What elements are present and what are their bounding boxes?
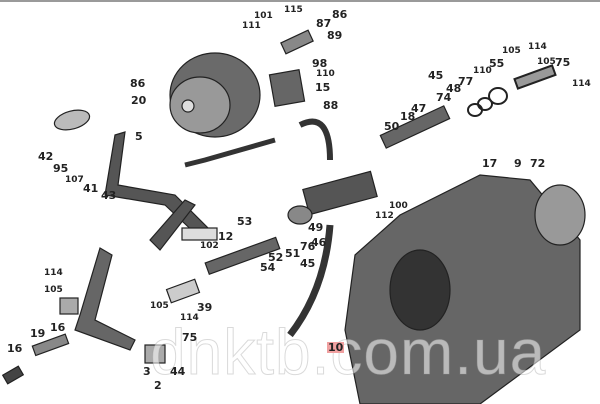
part-callout-105: 105: [44, 285, 63, 295]
bracket: [268, 68, 306, 108]
part-callout-98: 98: [312, 57, 328, 70]
part-callout-43: 43: [101, 189, 117, 202]
part-callout-110: 110: [473, 66, 492, 76]
part-callout-18: 18: [400, 110, 416, 123]
part-callout-75: 75: [555, 56, 571, 69]
part-callout-5: 5: [135, 130, 143, 143]
pedal-pad: [53, 109, 91, 131]
part-callout-44: 44: [170, 365, 186, 378]
part-callout-77: 77: [458, 75, 474, 88]
fork: [280, 29, 314, 55]
master-cylinder: [204, 105, 451, 276]
part-callout-16: 16: [7, 342, 23, 355]
part-callout-16: 16: [50, 321, 66, 334]
part-callout-101: 101: [254, 11, 273, 21]
part-callout-54: 54: [260, 261, 276, 274]
part-callout-114: 114: [44, 268, 63, 278]
part-callout-115: 115: [284, 5, 303, 15]
part-callout-3: 3: [143, 365, 151, 378]
lever: [149, 199, 196, 251]
part-callout-41: 41: [83, 182, 99, 195]
top-border: [0, 0, 600, 2]
part-callout-100: 100: [389, 201, 408, 211]
part-callout-114: 114: [528, 42, 547, 52]
part-callout-42: 42: [38, 150, 54, 163]
part-callout-105: 105: [150, 301, 169, 311]
spring: [31, 333, 70, 357]
part-callout-10: 10: [327, 341, 345, 354]
part-callout-46: 46: [311, 236, 327, 249]
part-callout-12: 12: [218, 230, 234, 243]
part-callout-47: 47: [411, 102, 427, 115]
part-callout-15: 15: [315, 81, 331, 94]
part-callout-110: 110: [316, 69, 335, 79]
hose: [298, 118, 333, 161]
clutch-housing: [344, 174, 586, 404]
part-callout-102: 102: [200, 241, 219, 251]
part-callout-87: 87: [316, 17, 332, 30]
brake-booster: [169, 52, 261, 138]
bushing: [59, 297, 79, 315]
part-callout-86: 86: [332, 8, 348, 21]
part-callout-74: 74: [436, 91, 452, 104]
part-callout-86: 86: [130, 77, 146, 90]
part-callout-55: 55: [489, 57, 505, 70]
part-callout-75: 75: [182, 331, 198, 344]
part-callout-51: 51: [285, 247, 301, 260]
clevis-end: [1, 365, 25, 385]
part-callout-88: 88: [323, 99, 339, 112]
part-callout-20: 20: [131, 94, 147, 107]
part-callout-50: 50: [384, 120, 400, 133]
part-callout-19: 19: [30, 327, 46, 340]
part-callout-105: 105: [537, 57, 556, 67]
part-callout-89: 89: [327, 29, 343, 42]
part-callout-95: 95: [53, 162, 69, 175]
yoke: [165, 278, 201, 304]
part-callout-39: 39: [197, 301, 213, 314]
pipe: [184, 137, 276, 168]
part-callout-9: 9: [514, 157, 522, 170]
seals: [467, 64, 557, 117]
part-callout-107: 107: [65, 175, 84, 185]
pedal-arm: [104, 131, 211, 239]
part-callout-49: 49: [308, 221, 324, 234]
part-callout-48: 48: [446, 82, 462, 95]
part-callout-17: 17: [482, 157, 498, 170]
part-callout-114: 114: [572, 79, 591, 89]
part-callout-72: 72: [530, 157, 546, 170]
part-callout-111: 111: [242, 21, 261, 31]
hose: [287, 224, 334, 338]
watermark: dnktb.com.ua: [149, 316, 547, 389]
clutch-pedal: [74, 247, 136, 351]
clevis: [181, 227, 218, 241]
part-callout-53: 53: [237, 215, 253, 228]
part-callout-2: 2: [154, 379, 162, 392]
part-callout-105: 105: [502, 46, 521, 56]
part-callout-45: 45: [428, 69, 444, 82]
part-callout-45: 45: [300, 257, 316, 270]
part-callout-114: 114: [180, 313, 199, 323]
part-callout-76: 76: [300, 240, 316, 253]
part-callout-112: 112: [375, 211, 394, 221]
part-callout-52: 52: [268, 251, 284, 264]
bushing: [144, 344, 166, 364]
